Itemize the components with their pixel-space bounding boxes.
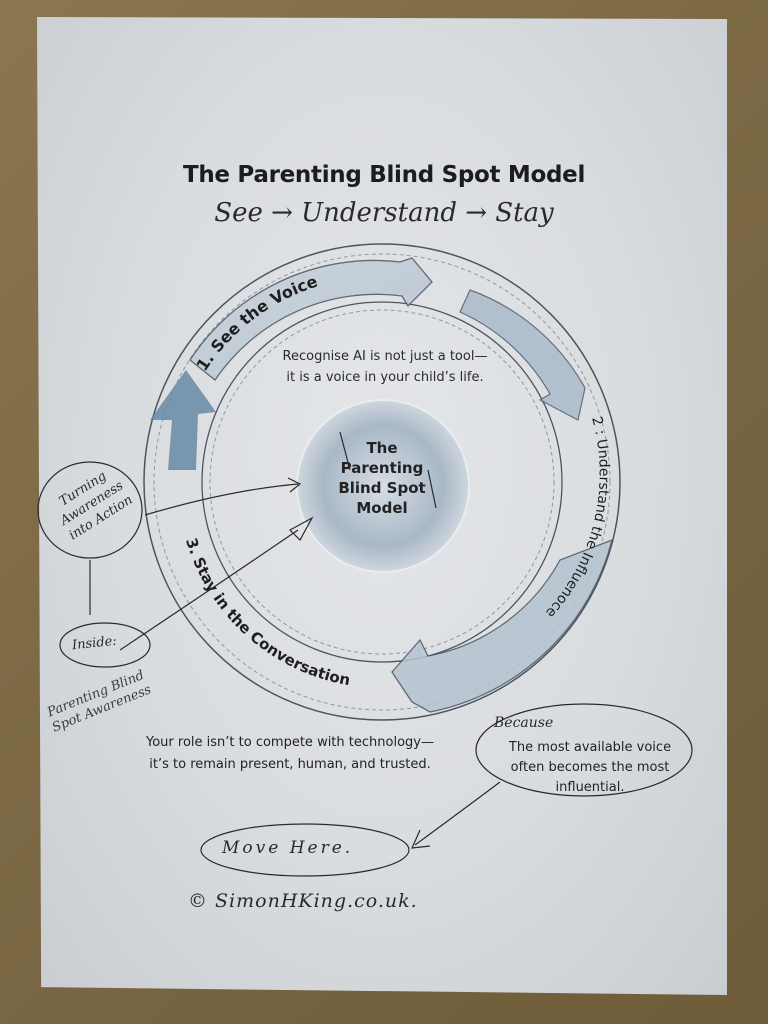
bubble-caption: The most available voice often becomes t… [490, 738, 690, 798]
center-line-4: Model [356, 499, 408, 517]
center-line-1: The [366, 439, 398, 457]
bottom-caption-line-1: Your role isn’t to compete with technolo… [146, 735, 434, 750]
pointer-to-center [144, 483, 299, 516]
svg-text:3. Stay in the Conversation: 3. Stay in the Conversation [182, 536, 352, 689]
inside-bubble [59, 622, 151, 668]
turning-bubble [37, 461, 143, 559]
scribble-over-center [339, 431, 437, 509]
bubble-caption-line-3: influential. [555, 780, 625, 795]
copyright-annotation: © SimonHKing.co.uk. [188, 890, 418, 912]
because-annotation: Because [494, 715, 554, 731]
arrow-understand [459, 289, 586, 421]
arrow-return [150, 370, 216, 470]
inner-caption-line-2: it is a voice in your child’s life. [286, 370, 484, 385]
pointer-to-move [414, 781, 501, 846]
handwritten-subtitle: See → Understand → Stay [214, 198, 554, 228]
bottom-caption: Your role isn’t to compete with technolo… [100, 732, 480, 776]
inner-caption: Recognise AI is not just a tool— it is a… [250, 346, 520, 388]
ink-annotations [37, 431, 693, 877]
pointer-to-disc [119, 529, 299, 651]
center-line-2: Parenting [340, 459, 424, 477]
arrow-head-move [411, 829, 431, 849]
document-title: The Parenting Blind Spot Model [182, 162, 586, 188]
move-here-annotation: Move Here. [222, 838, 354, 858]
outer-ring [143, 243, 621, 721]
triangle-mark [289, 516, 314, 541]
outer-dashed-ring [153, 253, 611, 711]
arrow-stay [391, 538, 613, 713]
bottom-caption-line-2: it’s to remain present, human, and trust… [149, 757, 431, 772]
inner-dashed-ring [209, 309, 555, 655]
arrow-see-the-voice [189, 257, 433, 381]
inner-caption-line-1: Recognise AI is not just a tool— [282, 349, 488, 364]
arrow-head-center [287, 477, 302, 493]
bubble-caption-line-1: The most available voice [508, 740, 672, 755]
center-line-3: Blind Spot [338, 479, 426, 497]
move-here-bubble [200, 823, 410, 877]
because-bubble [475, 703, 693, 797]
stage-3-label: 3. Stay in the Conversation [182, 536, 352, 689]
center-label: The Parenting Blind Spot Model [300, 438, 464, 518]
inner-ring [201, 301, 563, 663]
bubble-caption-line-2: often becomes the most [510, 760, 670, 775]
